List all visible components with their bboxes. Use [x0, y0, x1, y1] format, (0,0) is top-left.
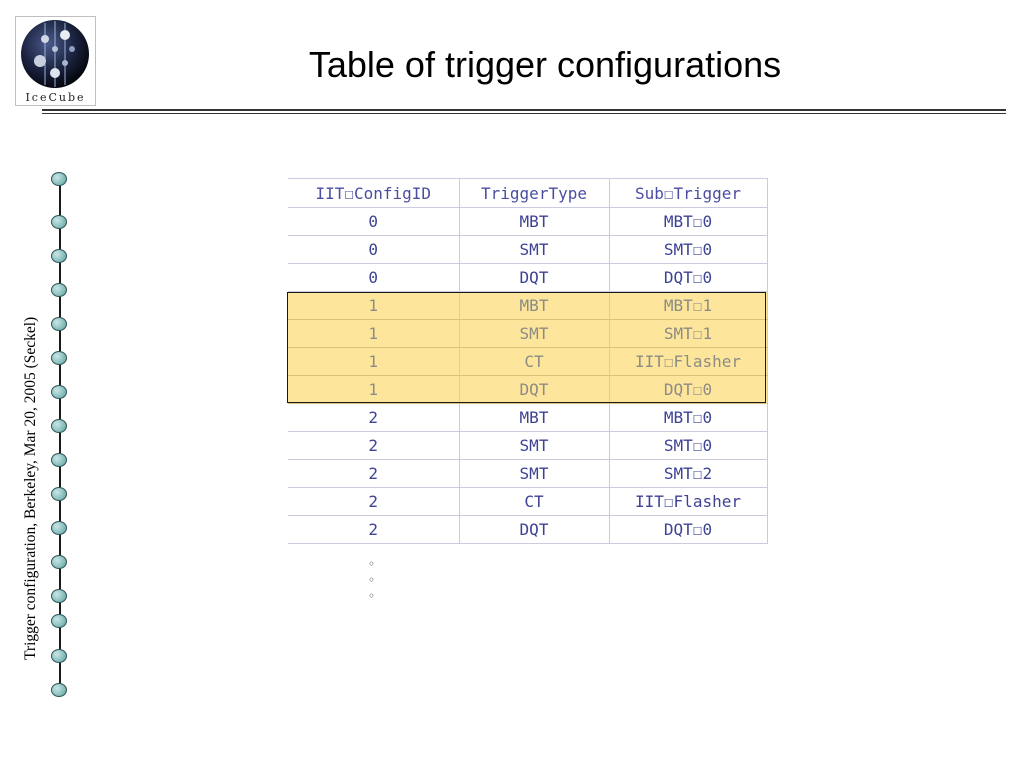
cell-config-id: 2 [288, 431, 460, 460]
cell-trigger-type: MBT [459, 207, 610, 236]
dom-bead-icon [51, 385, 67, 399]
dom-string-line [59, 180, 61, 692]
dom-bead-icon [51, 283, 67, 297]
cell-trigger-type: SMT [459, 319, 610, 348]
continuation-dot: ◦ [368, 589, 376, 603]
cell-config-id: 0 [288, 207, 460, 236]
cell-trigger-type: CT [459, 347, 610, 376]
cell-sub-trigger: DQT☐0 [609, 515, 768, 544]
cell-sub-trigger: SMT☐2 [609, 459, 768, 488]
header-trigger-type: TriggerType [459, 178, 610, 208]
dom-bead-icon [51, 649, 67, 663]
dom-bead-icon [51, 351, 67, 365]
trigger-table: IIT☐ConfigID TriggerType Sub☐Trigger 0 M… [288, 178, 768, 544]
table-row-highlighted: 1 SMT SMT☐1 [288, 319, 768, 348]
dom-bead-icon [51, 249, 67, 263]
cell-config-id: 0 [288, 235, 460, 264]
dom-bead-icon [51, 453, 67, 467]
cell-trigger-type: DQT [459, 375, 610, 404]
table-row: 2 SMT SMT☐0 [288, 431, 768, 460]
cell-config-id: 2 [288, 487, 460, 516]
dom-bead-icon [51, 555, 67, 569]
table-row: 2 CT IIT☐Flasher [288, 487, 768, 516]
title-rule-thin [42, 113, 1006, 114]
table-row: 0 SMT SMT☐0 [288, 235, 768, 264]
table-row: 2 MBT MBT☐0 [288, 403, 768, 432]
logo-text: IceCube [25, 91, 86, 104]
dom-bead-icon [51, 215, 67, 229]
cell-sub-trigger: IIT☐Flasher [609, 487, 768, 516]
dom-bead-icon [51, 172, 67, 186]
table-row-highlighted: 1 MBT MBT☐1 [288, 291, 768, 320]
cell-sub-trigger: SMT☐0 [609, 431, 768, 460]
title-rule-thick [42, 109, 1006, 111]
cell-sub-trigger: SMT☐1 [609, 319, 768, 348]
dom-bead-icon [51, 521, 67, 535]
cell-config-id: 0 [288, 263, 460, 292]
cell-sub-trigger: MBT☐1 [609, 291, 768, 320]
table-row-highlighted: 1 CT IIT☐Flasher [288, 347, 768, 376]
icecube-logo: IceCube [15, 16, 96, 106]
cell-config-id: 2 [288, 459, 460, 488]
cell-trigger-type: DQT [459, 515, 610, 544]
dom-bead-icon [51, 487, 67, 501]
cell-config-id: 1 [288, 375, 460, 404]
cell-trigger-type: SMT [459, 459, 610, 488]
continuation-dots: ◦ ◦ ◦ [368, 556, 380, 604]
continuation-dot: ◦ [368, 573, 376, 587]
cell-config-id: 1 [288, 291, 460, 320]
continuation-dot: ◦ [368, 557, 376, 571]
table-row-highlighted: 1 DQT DQT☐0 [288, 375, 768, 404]
header-sub-trigger: Sub☐Trigger [609, 178, 768, 208]
cell-trigger-type: MBT [459, 403, 610, 432]
cell-trigger-type: MBT [459, 291, 610, 320]
cell-sub-trigger: DQT☐0 [609, 375, 768, 404]
cell-config-id: 1 [288, 347, 460, 376]
cell-sub-trigger: MBT☐0 [609, 207, 768, 236]
cell-config-id: 2 [288, 403, 460, 432]
dom-bead-icon [51, 683, 67, 697]
table-row: 0 DQT DQT☐0 [288, 263, 768, 292]
slide-title: Table of trigger configurations [308, 44, 782, 85]
cell-trigger-type: DQT [459, 263, 610, 292]
cell-sub-trigger: MBT☐0 [609, 403, 768, 432]
globe-icon [21, 20, 89, 88]
cell-config-id: 2 [288, 515, 460, 544]
dom-bead-icon [51, 589, 67, 603]
dom-bead-icon [51, 317, 67, 331]
cell-sub-trigger: SMT☐0 [609, 235, 768, 264]
cell-sub-trigger: DQT☐0 [609, 263, 768, 292]
dom-bead-icon [51, 614, 67, 628]
table-row: 2 DQT DQT☐0 [288, 515, 768, 544]
dom-bead-icon [51, 419, 67, 433]
cell-sub-trigger: IIT☐Flasher [609, 347, 768, 376]
table-row: 0 MBT MBT☐0 [288, 207, 768, 236]
header-config-id: IIT☐ConfigID [288, 178, 460, 208]
table-header-row: IIT☐ConfigID TriggerType Sub☐Trigger [288, 178, 768, 208]
cell-trigger-type: SMT [459, 235, 610, 264]
table-row: 2 SMT SMT☐2 [288, 459, 768, 488]
cell-config-id: 1 [288, 319, 460, 348]
cell-trigger-type: CT [459, 487, 610, 516]
side-label: Trigger configuration, Berkeley, Mar 20,… [22, 316, 39, 660]
cell-trigger-type: SMT [459, 431, 610, 460]
